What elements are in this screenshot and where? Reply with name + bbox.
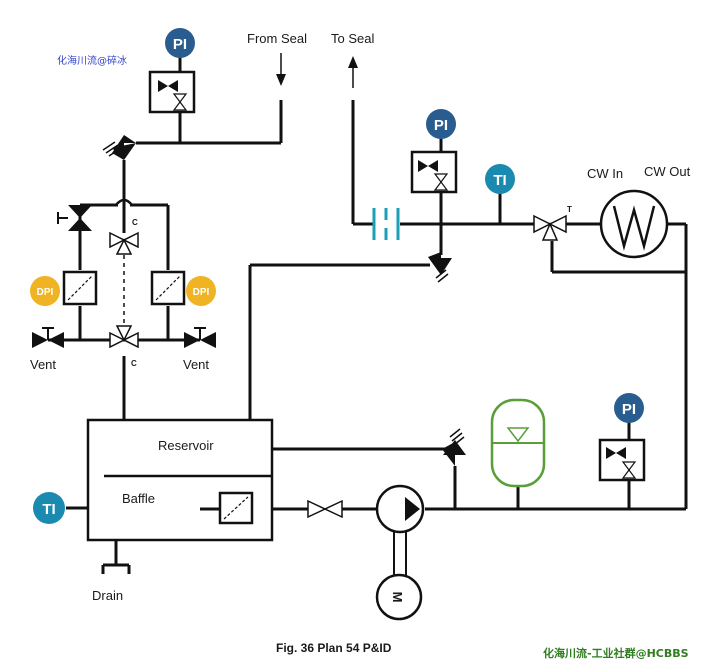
filter-right: [150, 270, 186, 306]
pi-top-text: PI: [173, 36, 187, 53]
vent-left-label: Vent: [30, 357, 56, 372]
pi-top-badge: PI: [165, 28, 195, 58]
figure-caption: Fig. 36 Plan 54 P&ID: [276, 641, 392, 655]
orifice-icon: [372, 208, 400, 240]
from-seal-arrow-icon: [276, 74, 286, 86]
pressure-valve-middle: [428, 252, 452, 283]
ti-right-badge: TI: [485, 164, 515, 194]
ti-right-text: TI: [493, 172, 506, 189]
suction-valve: [307, 499, 343, 519]
drain-label: Drain: [92, 588, 123, 603]
motor-icon: [375, 573, 423, 621]
from-seal-label: From Seal: [247, 31, 307, 46]
accumulator: [490, 398, 546, 488]
cooler: CW In CW Out: [587, 164, 691, 259]
pi-right-text: PI: [434, 117, 448, 134]
dpi-left-text: DPI: [37, 287, 54, 298]
pump: [375, 484, 425, 575]
flow-arrows: [276, 56, 358, 86]
vent-valve-left: Vent: [30, 327, 64, 372]
pi-bottom-text: PI: [622, 401, 636, 418]
watermark-bottom: 化海川流-工业社群@HCBBS: [543, 646, 689, 660]
watermark-top: 化海川流@碎冰: [57, 54, 127, 67]
pump-icon: [375, 484, 425, 534]
gauge-valve-bottom: [598, 420, 646, 482]
valve-c-top-label: C: [132, 218, 138, 227]
pressure-valve-bottom: [442, 428, 466, 466]
vent-valve-right: Vent: [183, 327, 216, 372]
temperature-valve: T: [533, 205, 572, 241]
dpi-right-badge: DPI: [186, 276, 216, 306]
dpi-left-badge: DPI: [30, 276, 60, 306]
vent-right-label: Vent: [183, 357, 209, 372]
motor-label: M: [390, 592, 405, 603]
pi-bottom-badge: PI: [614, 393, 644, 423]
cw-out-label: CW Out: [644, 164, 691, 179]
reservoir: Reservoir Baffle: [86, 418, 274, 542]
ti-left-text: TI: [42, 501, 55, 518]
three-way-valve-bottom: C: [109, 325, 139, 368]
ti-left-badge: TI: [33, 492, 65, 524]
heat-exchanger-icon: [599, 189, 669, 259]
dpi-right-text: DPI: [193, 287, 210, 298]
to-seal-label: To Seal: [331, 31, 374, 46]
cw-in-label: CW In: [587, 166, 623, 181]
valve-c-bottom-label: C: [131, 359, 137, 368]
pressure-valve-top: [102, 135, 136, 160]
gauge-valve-right: [410, 137, 458, 194]
three-way-valve-top: C: [109, 198, 139, 255]
pi-right-badge: PI: [426, 109, 456, 139]
gauge-valve-top: [148, 56, 196, 114]
filter-left: [62, 270, 98, 306]
valve-t-label: T: [567, 205, 572, 214]
to-seal-arrow-icon: [348, 56, 358, 68]
pipes: [48, 53, 688, 574]
baffle-label: Baffle: [122, 491, 155, 506]
reservoir-label: Reservoir: [158, 438, 214, 453]
motor: M: [375, 573, 423, 621]
check-valve-left: [57, 205, 92, 231]
